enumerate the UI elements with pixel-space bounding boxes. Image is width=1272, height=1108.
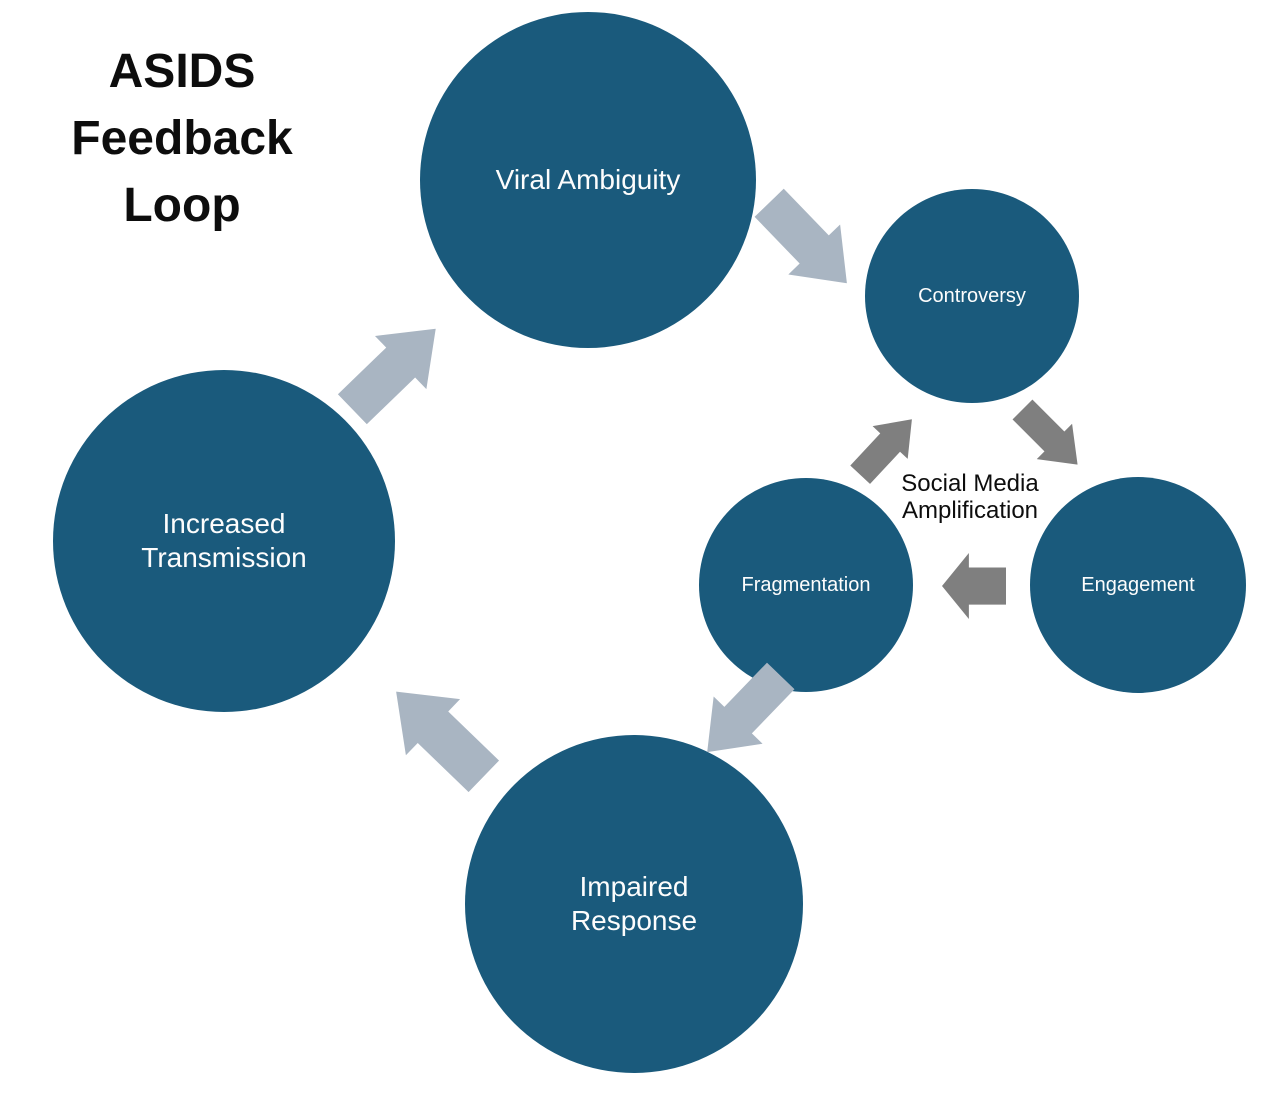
node-label: Increased Transmission [141, 507, 307, 573]
node-viral-ambiguity: Viral Ambiguity [420, 12, 756, 348]
arrow-fragmentation-to-controversy-icon [850, 419, 912, 484]
node-increased-transmission: Increased Transmission [53, 370, 395, 712]
arrow-impaired-response-to-increased-transmission-icon [396, 691, 500, 793]
diagram-title: ASIDS Feedback Loop [71, 45, 293, 232]
arrow-fragmentation-to-impaired-response-icon [707, 662, 795, 753]
arrow-viral-ambiguity-to-controversy-icon [754, 188, 847, 284]
arrow-engagement-to-fragmentation-icon [942, 553, 1006, 619]
social-media-amplification-label: Social Media Amplification [901, 470, 1039, 524]
node-impaired-response: Impaired Response [465, 735, 803, 1073]
node-controversy: Controversy [865, 189, 1079, 403]
node-label: Fragmentation [741, 573, 871, 596]
node-engagement: Engagement [1030, 477, 1246, 693]
arrow-controversy-to-engagement-icon [1012, 399, 1078, 465]
node-label: Impaired Response [570, 870, 698, 936]
arrow-increased-transmission-to-viral-ambiguity-icon [337, 328, 436, 425]
node-fragmentation: Fragmentation [699, 478, 913, 692]
node-label: Engagement [1081, 573, 1195, 596]
node-label: Viral Ambiguity [495, 163, 681, 195]
node-label: Controversy [918, 284, 1026, 307]
